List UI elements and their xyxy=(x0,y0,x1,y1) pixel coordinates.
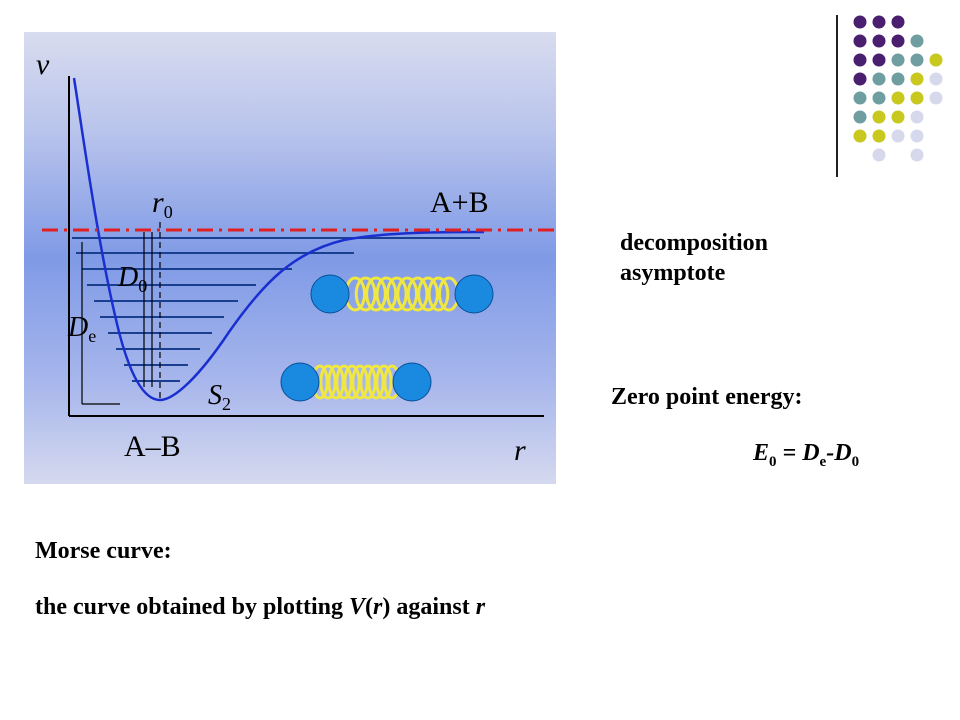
zpe-formula: E0 = De-D0 xyxy=(753,440,860,470)
decorative-dot xyxy=(891,34,905,48)
bond-label: A–B xyxy=(124,430,181,463)
decorative-dot xyxy=(872,129,886,143)
decorative-dot xyxy=(891,15,905,29)
compressed-molecule xyxy=(280,362,432,402)
spring-coil xyxy=(351,364,369,400)
decorative-dot-grid xyxy=(853,15,943,162)
atom-icon xyxy=(454,274,494,314)
decorative-dot xyxy=(853,129,867,143)
atom-icon xyxy=(392,362,432,402)
divider-line xyxy=(836,15,838,177)
decorative-dot xyxy=(853,53,867,67)
axis-x-label: r xyxy=(514,434,526,467)
decorative-dot xyxy=(853,72,867,86)
vibrational-levels xyxy=(72,237,480,382)
asymptote-caption: decomposition asymptote xyxy=(620,230,769,286)
spring-coil xyxy=(365,276,387,312)
decorative-dot xyxy=(891,129,905,143)
spring-coil xyxy=(417,276,439,312)
spring-coil xyxy=(335,364,353,400)
decorative-dot xyxy=(929,91,943,105)
decorative-dot xyxy=(891,53,905,67)
zpe-title: Zero point energy: xyxy=(611,384,803,410)
morse-curve xyxy=(72,77,485,402)
spring-icon xyxy=(344,276,460,312)
morse-diagram: v r r0 A+B A–B D0 De S2 xyxy=(36,48,556,467)
asymptote-label: A+B xyxy=(430,186,489,219)
decorative-dot xyxy=(910,91,924,105)
r0-label: r0 xyxy=(152,186,173,222)
decorative-dot xyxy=(872,53,886,67)
decorative-dot xyxy=(910,53,924,67)
state-label: S2 xyxy=(208,380,231,414)
decorative-dot xyxy=(910,110,924,124)
morse-potential-figure: v r r0 A+B A–B D0 De S2 xyxy=(24,32,556,484)
spring-coil xyxy=(396,276,419,312)
decorative-dot xyxy=(910,129,924,143)
decorative-dot xyxy=(891,72,905,86)
decorative-dot xyxy=(872,15,886,29)
decorative-dot xyxy=(872,72,886,86)
spring-coil xyxy=(367,364,385,400)
decorative-dot xyxy=(891,110,905,124)
spring-coil xyxy=(319,364,337,400)
spring-coil xyxy=(354,276,377,312)
de-label: De xyxy=(67,312,96,346)
decorative-dot xyxy=(872,34,886,48)
decorative-dot xyxy=(872,110,886,124)
decorative-dot xyxy=(872,148,886,162)
spring-coil xyxy=(359,364,377,400)
decorative-dot xyxy=(853,110,867,124)
spring-coil xyxy=(427,276,450,312)
decorative-dot xyxy=(872,91,886,105)
decorative-dot xyxy=(910,34,924,48)
decorative-dot xyxy=(891,91,905,105)
spring-coil xyxy=(406,276,429,312)
spring-icon xyxy=(311,364,401,400)
atom-icon xyxy=(280,362,320,402)
atom-icon xyxy=(310,274,350,314)
decorative-dot xyxy=(853,34,867,48)
spring-coil xyxy=(327,364,345,400)
axis-y-label: v xyxy=(36,48,50,81)
decorative-dot xyxy=(853,15,867,29)
stretched-molecule xyxy=(310,274,494,314)
decorative-dot xyxy=(853,91,867,105)
spring-coil xyxy=(375,364,393,400)
spring-coil xyxy=(385,276,408,312)
decorative-dot xyxy=(929,53,943,67)
decorative-dot xyxy=(910,72,924,86)
decorative-dot xyxy=(910,148,924,162)
morse-title: Morse curve: xyxy=(35,538,172,564)
spring-coil xyxy=(375,276,398,312)
decorative-dot xyxy=(929,72,943,86)
morse-definition: the curve obtained by plotting V(r) agai… xyxy=(35,594,486,620)
d0-label: D0 xyxy=(117,262,147,296)
spring-coil xyxy=(343,364,361,400)
